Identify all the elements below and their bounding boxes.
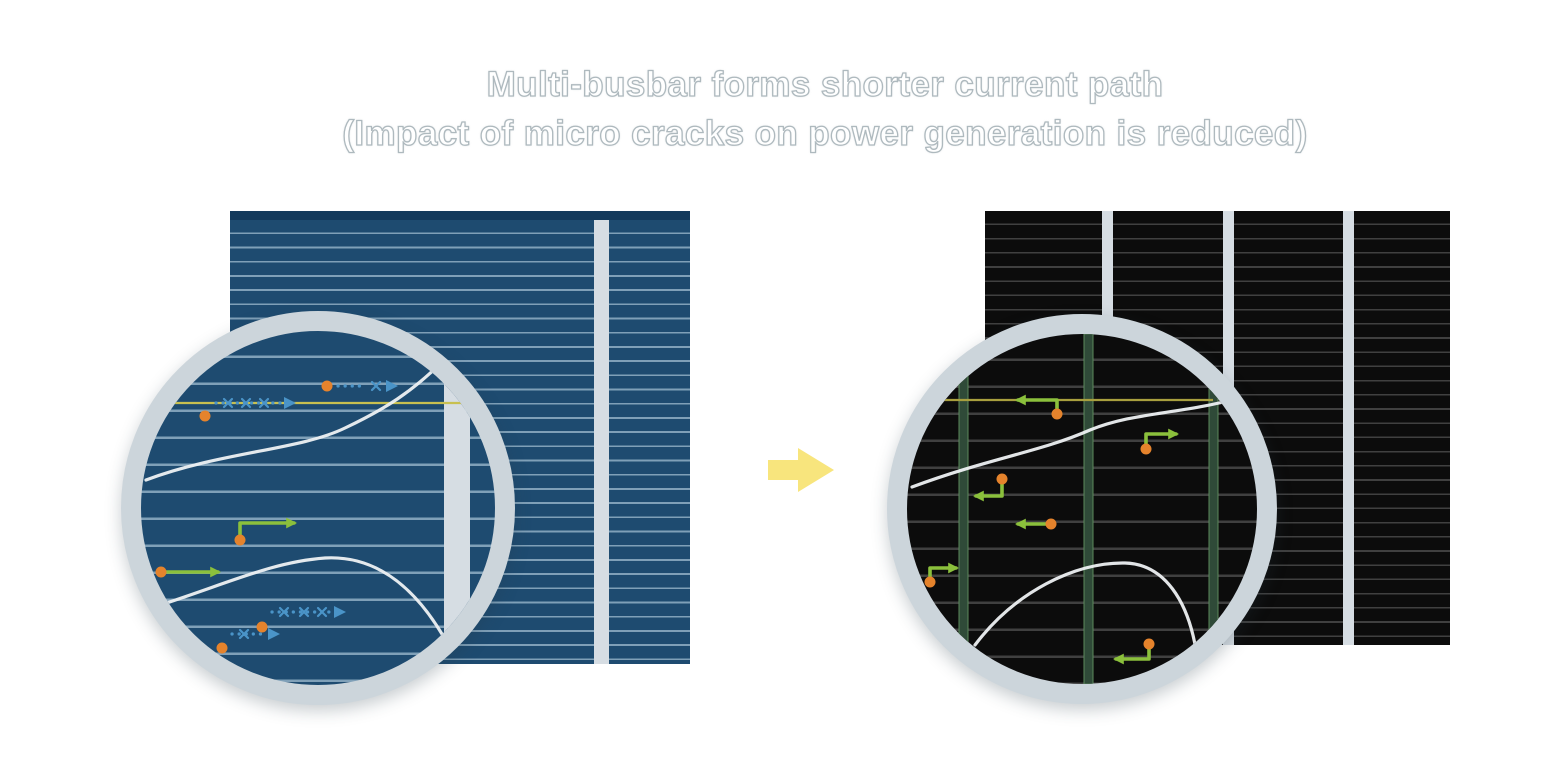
arrow-right-shape	[768, 448, 834, 492]
arrowhead	[268, 628, 280, 640]
blocked-current-path	[256, 606, 346, 633]
title-line-1: Multi-busbar forms shorter current path	[486, 64, 1164, 104]
current-path-green	[1140, 428, 1179, 455]
blocked-current-path	[321, 380, 398, 392]
electron-dot	[924, 576, 936, 588]
magnified-multi-busbar	[1208, 334, 1219, 684]
magnifier-left-detail	[141, 331, 470, 685]
electron-dot	[1140, 443, 1152, 455]
arrowhead	[284, 397, 296, 409]
blocked-current-path	[199, 397, 296, 422]
arrowhead	[386, 380, 398, 392]
micro-crack-line	[144, 358, 446, 482]
current-path-green	[234, 517, 297, 546]
arrow-right-icon	[768, 444, 838, 501]
electron-dot	[234, 534, 246, 546]
electron-dot	[199, 410, 211, 422]
page-title: Multi-busbar forms shorter current path …	[0, 60, 1558, 158]
micro-crack-line	[973, 561, 1198, 652]
magnified-multi-busbar	[1083, 334, 1094, 684]
electron-dot	[256, 621, 268, 633]
current-path-green	[1015, 394, 1063, 420]
micro-crack-line	[910, 396, 1242, 489]
current-path-green	[1113, 638, 1155, 665]
magnified-multi-busbar	[958, 334, 969, 684]
micro-crack-line	[143, 556, 454, 654]
electron-dot	[1045, 518, 1057, 530]
title-line-2: (Impact of micro cracks on power generat…	[342, 113, 1308, 153]
electron-dot	[1143, 638, 1155, 650]
blocked-current-path	[216, 628, 280, 654]
magnified-busbar	[444, 331, 470, 685]
current-path-green	[973, 473, 1008, 502]
current-path-green	[924, 562, 959, 588]
magnifier-right	[887, 314, 1277, 704]
current-path-green	[1015, 518, 1057, 530]
arrowhead	[334, 606, 346, 618]
electron-dot	[996, 473, 1008, 485]
busbar	[1343, 211, 1354, 645]
electron-dot	[321, 380, 333, 392]
electron-dot	[1051, 408, 1063, 420]
electron-dot	[155, 566, 167, 578]
busbar	[594, 220, 609, 664]
electron-dot	[216, 642, 228, 654]
magnifier-right-detail	[907, 334, 1242, 684]
current-path-green	[155, 566, 221, 578]
magnifier-left	[121, 311, 515, 705]
